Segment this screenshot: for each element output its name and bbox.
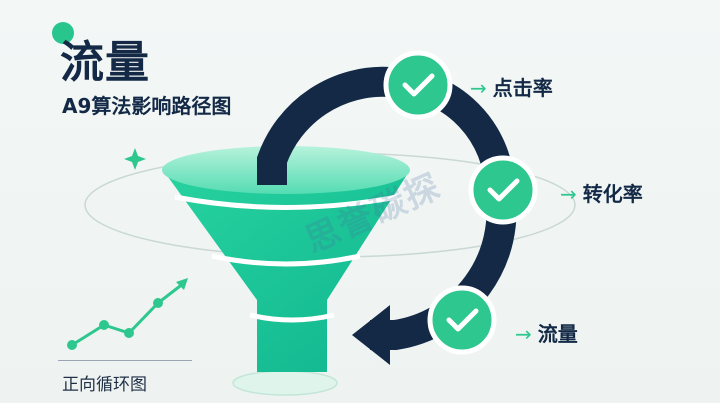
growth-line-icon [67,278,188,350]
step-label-cvr: →转化率 [560,182,643,206]
sparkle-icon [124,148,146,170]
check-icon [402,73,435,97]
check-icon [446,308,479,332]
step-badge-1 [383,50,453,120]
check-icon [487,178,520,202]
page-title: 流量 [60,37,150,88]
cycle-arrowhead [352,305,390,365]
arrow-right-icon: → [470,76,487,100]
arrow-right-icon: → [515,322,532,346]
arrow-right-icon: → [560,182,577,206]
title-accent-dot [52,22,74,44]
page-subtitle: A9算法影响路径图 [62,94,232,118]
step-badge-2 [468,155,538,225]
cycle-caption: 正向循环图 [62,375,147,395]
step-label-ctr: →点击率 [470,76,553,100]
step-badge-3 [427,285,497,355]
step-label-traffic: →流量 [515,322,578,346]
caption-divider [58,360,192,361]
